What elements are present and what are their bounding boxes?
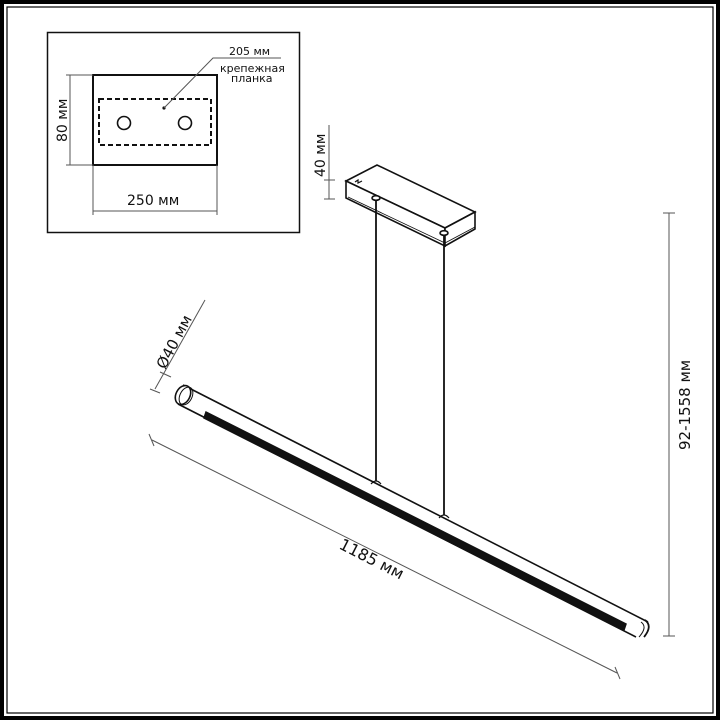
canopy-depth-label: 40 мм xyxy=(313,134,329,177)
canopy-top-view xyxy=(92,74,218,166)
tube-diameter-label: Ø40 мм xyxy=(153,312,196,372)
mounting-bracket-outline xyxy=(98,98,212,146)
canopy-width-label: 250 мм xyxy=(127,193,179,209)
mounting-plate-inset: 205 мм крепежная планка 80 мм 250 мм xyxy=(46,31,301,234)
canopy xyxy=(344,164,477,248)
bracket-length-label: 205 мм xyxy=(229,45,270,58)
tube-length-label: 1185 мм xyxy=(336,535,407,584)
suspension-cables xyxy=(370,200,450,519)
bracket-callout-label-2: планка xyxy=(231,72,273,85)
mounting-hole-left xyxy=(116,115,132,131)
suspension-height-label: 92-1558 мм xyxy=(676,360,694,450)
light-tube xyxy=(174,384,650,638)
mounting-hole-right xyxy=(177,115,193,131)
canopy-height-label: 80 мм xyxy=(55,99,71,142)
bracket-callout-label-1: крепежная xyxy=(220,62,285,75)
